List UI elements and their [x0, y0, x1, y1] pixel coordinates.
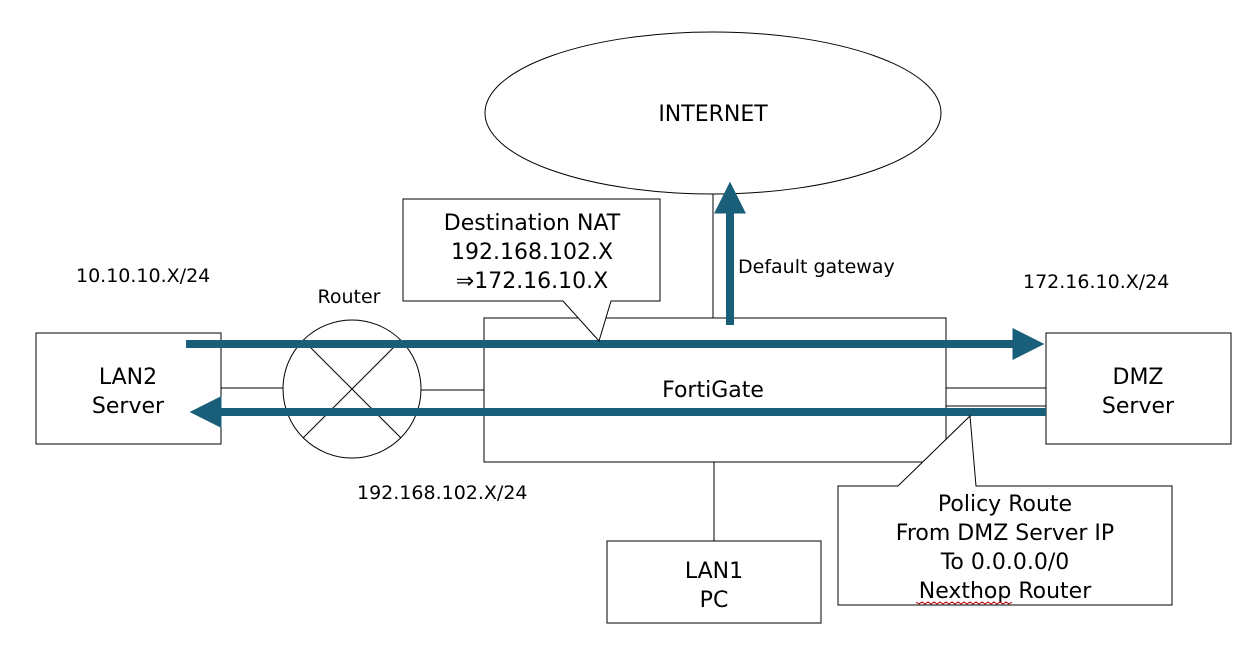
lan1-pc-label-line2: PC [700, 588, 729, 613]
lan2-server-label-line1: LAN2 [99, 365, 157, 390]
dmz-server-label-line2: Server [1102, 394, 1175, 419]
nat-callout-shape [402, 198, 661, 342]
dmz-server-label-line1: DMZ [1113, 365, 1164, 390]
spellcheck-squiggle [915, 601, 1013, 605]
policy-callout-line1: Policy Route [938, 492, 1072, 517]
router-icon [282, 319, 422, 459]
policy-callout-line3: To 0.0.0.0/0 [940, 550, 1070, 575]
nat-callout-line3: ⇒172.16.10.X [456, 269, 608, 294]
internet-label: INTERNET [658, 102, 768, 127]
default-gateway-label: Default gateway [738, 256, 895, 278]
lan2-server-label-line2: Server [92, 394, 165, 419]
policy-callout-line2: From DMZ Server IP [896, 521, 1114, 546]
lan1-pc-box [606, 540, 822, 624]
nat-callout-line2: 192.168.102.X [451, 240, 613, 265]
fortigate-label: FortiGate [662, 378, 764, 403]
nat-callout-line1: Destination NAT [444, 211, 621, 236]
policy-callout-shape [837, 414, 1173, 606]
lan2-subnet-label: 10.10.10.X/24 [76, 265, 210, 287]
policy-callout-line4: Nexthop Router [919, 579, 1092, 604]
dmz-subnet-label: 172.16.10.X/24 [1023, 271, 1169, 293]
lan1-pc-label-line1: LAN1 [685, 559, 743, 584]
dmz-server-box [1045, 332, 1232, 445]
transit-subnet-label: 192.168.102.X/24 [357, 482, 528, 504]
router-label: Router [318, 286, 381, 308]
